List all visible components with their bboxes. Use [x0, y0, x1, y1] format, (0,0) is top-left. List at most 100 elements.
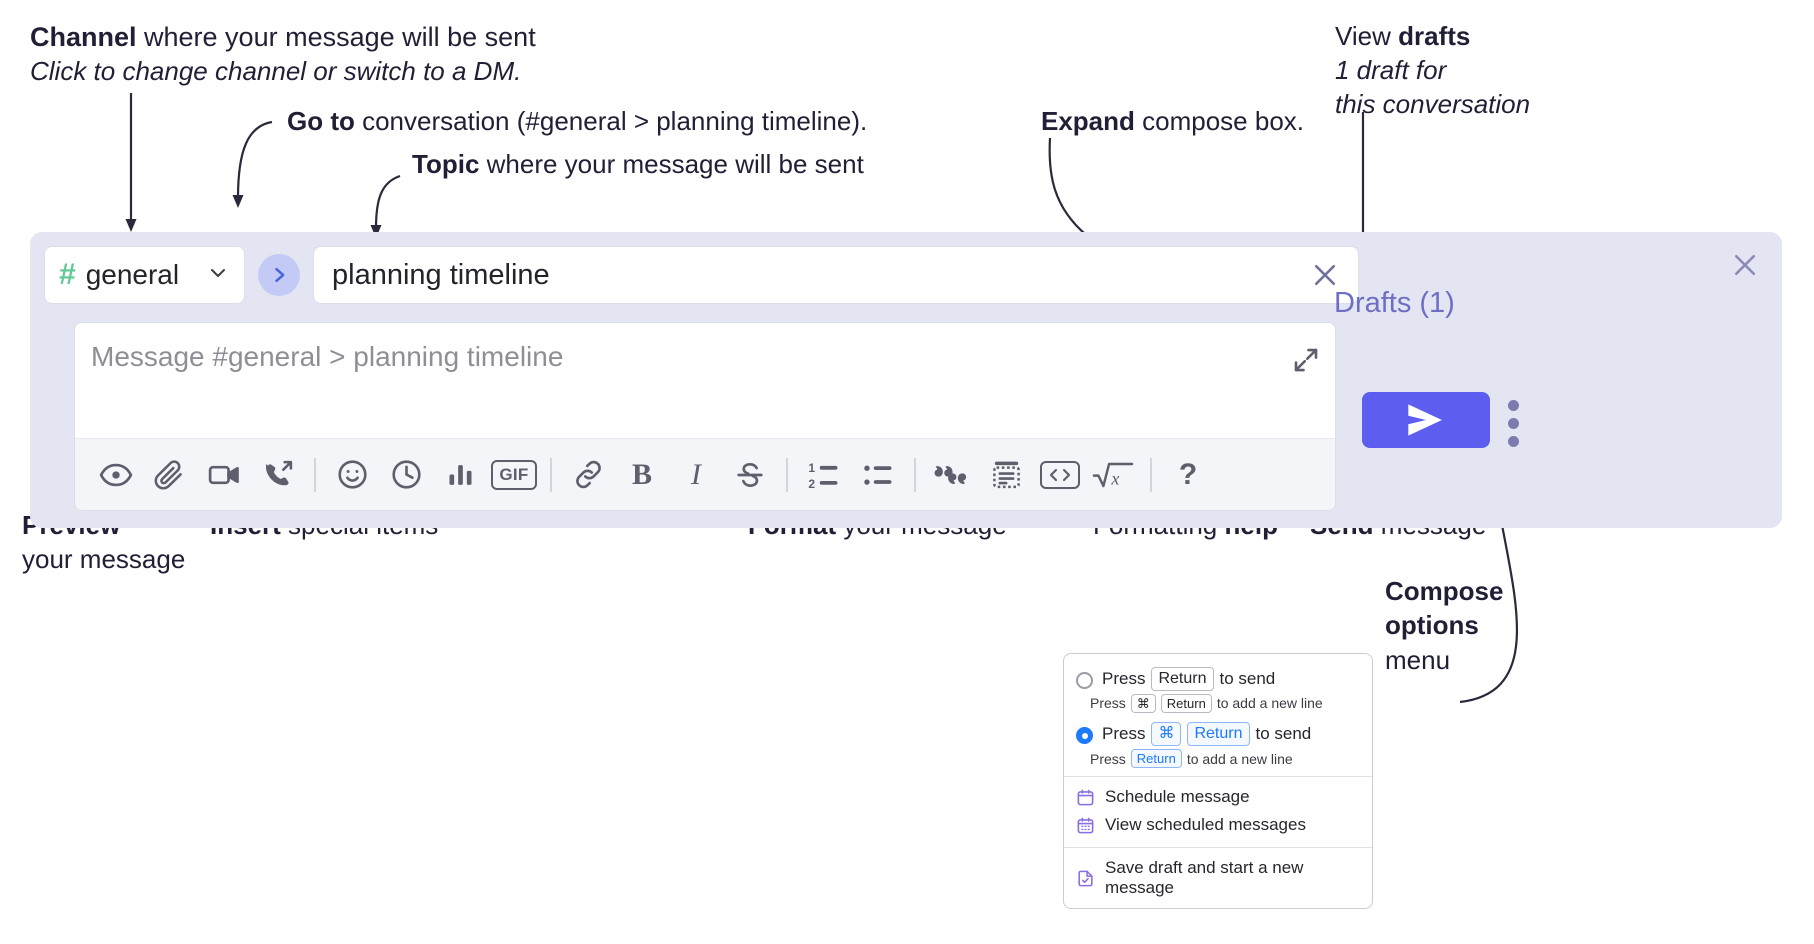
svg-text:2: 2: [808, 476, 815, 490]
expand-compose-icon[interactable]: [1291, 345, 1321, 380]
annotation-drafts: View drafts 1 draft for this conversatio…: [1335, 20, 1530, 121]
kebab-dot: [1508, 418, 1519, 429]
toolbar-divider: [314, 457, 316, 492]
radio-icon[interactable]: [1076, 672, 1093, 689]
gif-label: GIF: [491, 459, 537, 490]
compose-options-menu: Press Return to send Press ⌘ Return to a…: [1063, 653, 1373, 910]
video-clip-icon[interactable]: [197, 448, 251, 502]
menu-item-label: View scheduled messages: [1105, 815, 1306, 835]
radio2-sub: Press Return to add a new line: [1090, 748, 1372, 769]
annotation-channel-line2: Click to change channel or switch to a D…: [30, 56, 522, 87]
goto-conversation-button[interactable]: [258, 254, 300, 296]
hash-icon: #: [59, 258, 76, 291]
topic-input[interactable]: planning timeline: [313, 246, 1359, 304]
annotation-channel-bold: Channel: [30, 22, 137, 52]
clock-icon[interactable]: [379, 448, 433, 502]
annotation-channel: Channel where your message will be sent …: [30, 20, 536, 89]
radio-option-return-to-send[interactable]: Press Return to send: [1064, 664, 1372, 691]
annotation-topic: Topic where your message will be sent: [412, 148, 864, 182]
math-icon[interactable]: x: [1087, 448, 1141, 502]
menu-item-schedule-message[interactable]: Schedule message: [1064, 783, 1372, 811]
annotation-channel-rest: where your message will be sent: [136, 22, 536, 52]
message-editor[interactable]: Message #general > planning timeline: [74, 322, 1336, 511]
menu-item-label: Schedule message: [1105, 787, 1250, 807]
annotation-expand-rest: compose box.: [1134, 106, 1305, 136]
annotation-drafts-line3: this conversation: [1335, 88, 1531, 119]
compose-options-button[interactable]: [1508, 400, 1519, 447]
annotation-expand: Expand compose box.: [1041, 105, 1304, 139]
bulleted-list-icon[interactable]: [851, 448, 905, 502]
blockquote-icon[interactable]: [925, 448, 979, 502]
drafts-link[interactable]: Drafts (1): [1334, 287, 1455, 319]
calendar-icon: [1076, 788, 1095, 807]
svg-text:1: 1: [808, 461, 815, 475]
annotation-topic-bold: Topic: [412, 149, 480, 179]
channel-selector[interactable]: # general: [44, 246, 245, 304]
key-command: ⌘: [1151, 722, 1182, 746]
code-block-icon[interactable]: [979, 448, 1033, 502]
toolbar-divider: [786, 457, 788, 492]
compose-panel: # general planning timeline Message #gen…: [30, 232, 1782, 528]
toolbar-divider: [1150, 457, 1152, 492]
channel-name: general: [85, 259, 180, 290]
annotation-compose-bold1: Compose: [1385, 576, 1504, 606]
kebab-dot: [1508, 436, 1519, 447]
kebab-dot: [1508, 400, 1519, 411]
radio1-sub-post: to add a new line: [1216, 695, 1323, 712]
annotation-goto: Go to conversation (#general > planning …: [287, 105, 867, 139]
key-return: Return: [1130, 748, 1182, 769]
strikethrough-icon[interactable]: [723, 448, 777, 502]
toolbar-divider: [914, 457, 916, 492]
annotation-compose-line3: menu: [1385, 644, 1451, 675]
chevron-down-icon: [206, 261, 230, 290]
annotation-compose-bold2: options: [1385, 610, 1479, 641]
menu-divider: [1064, 847, 1372, 849]
chevron-right-icon: [275, 267, 285, 283]
radio1-sub-pre: Press: [1090, 695, 1126, 712]
clear-topic-icon[interactable]: [1310, 260, 1340, 290]
radio2-post: to send: [1255, 723, 1312, 743]
gif-icon[interactable]: GIF: [487, 448, 541, 502]
annotation-compose-options: Compose options menu: [1385, 574, 1503, 677]
annotation-drafts-bold: drafts: [1398, 21, 1471, 51]
audio-clip-icon[interactable]: [251, 448, 305, 502]
annotation-drafts-pre: View: [1335, 21, 1399, 51]
svg-text:x: x: [1110, 468, 1119, 488]
menu-item-view-scheduled[interactable]: View scheduled messages: [1064, 811, 1372, 839]
radio2-pre: Press: [1102, 723, 1146, 743]
menu-divider: [1064, 776, 1372, 778]
annotation-drafts-line2: 1 draft for: [1335, 54, 1447, 85]
radio-option-cmd-return-to-send[interactable]: Press ⌘ Return to send: [1064, 719, 1372, 746]
radio1-pre: Press: [1102, 668, 1146, 688]
code-icon[interactable]: [1033, 448, 1087, 502]
key-return: Return: [1160, 693, 1212, 714]
preview-icon[interactable]: [89, 448, 143, 502]
annotation-goto-rest: conversation (#general > planning timeli…: [354, 106, 868, 136]
calendar-grid-icon: [1076, 816, 1095, 835]
bold-icon[interactable]: B: [631, 457, 652, 491]
radio1-sub: Press ⌘ Return to add a new line: [1090, 693, 1372, 714]
emoji-icon[interactable]: [325, 448, 379, 502]
radio-icon-selected[interactable]: [1076, 727, 1093, 745]
attachment-icon[interactable]: [143, 448, 197, 502]
poll-icon[interactable]: [433, 448, 487, 502]
send-arrow-icon: [1408, 404, 1442, 436]
menu-item-save-draft[interactable]: Save draft and start a new message: [1064, 854, 1372, 902]
help-icon[interactable]: ?: [1178, 457, 1198, 491]
toolbar-divider: [550, 457, 552, 492]
annotation-topic-rest: where your message will be sent: [479, 149, 864, 179]
link-icon[interactable]: [561, 448, 615, 502]
radio2-sub-pre: Press: [1090, 750, 1126, 767]
radio1-post: to send: [1219, 668, 1276, 688]
italic-icon[interactable]: I: [691, 457, 701, 491]
annotation-expand-bold: Expand: [1041, 106, 1135, 136]
key-return: Return: [1151, 667, 1214, 691]
send-button[interactable]: [1362, 392, 1490, 448]
radio2-sub-post: to add a new line: [1186, 750, 1293, 767]
compose-header-row: # general planning timeline: [44, 246, 1359, 304]
save-draft-icon: [1076, 869, 1095, 888]
close-icon[interactable]: [1730, 250, 1760, 285]
